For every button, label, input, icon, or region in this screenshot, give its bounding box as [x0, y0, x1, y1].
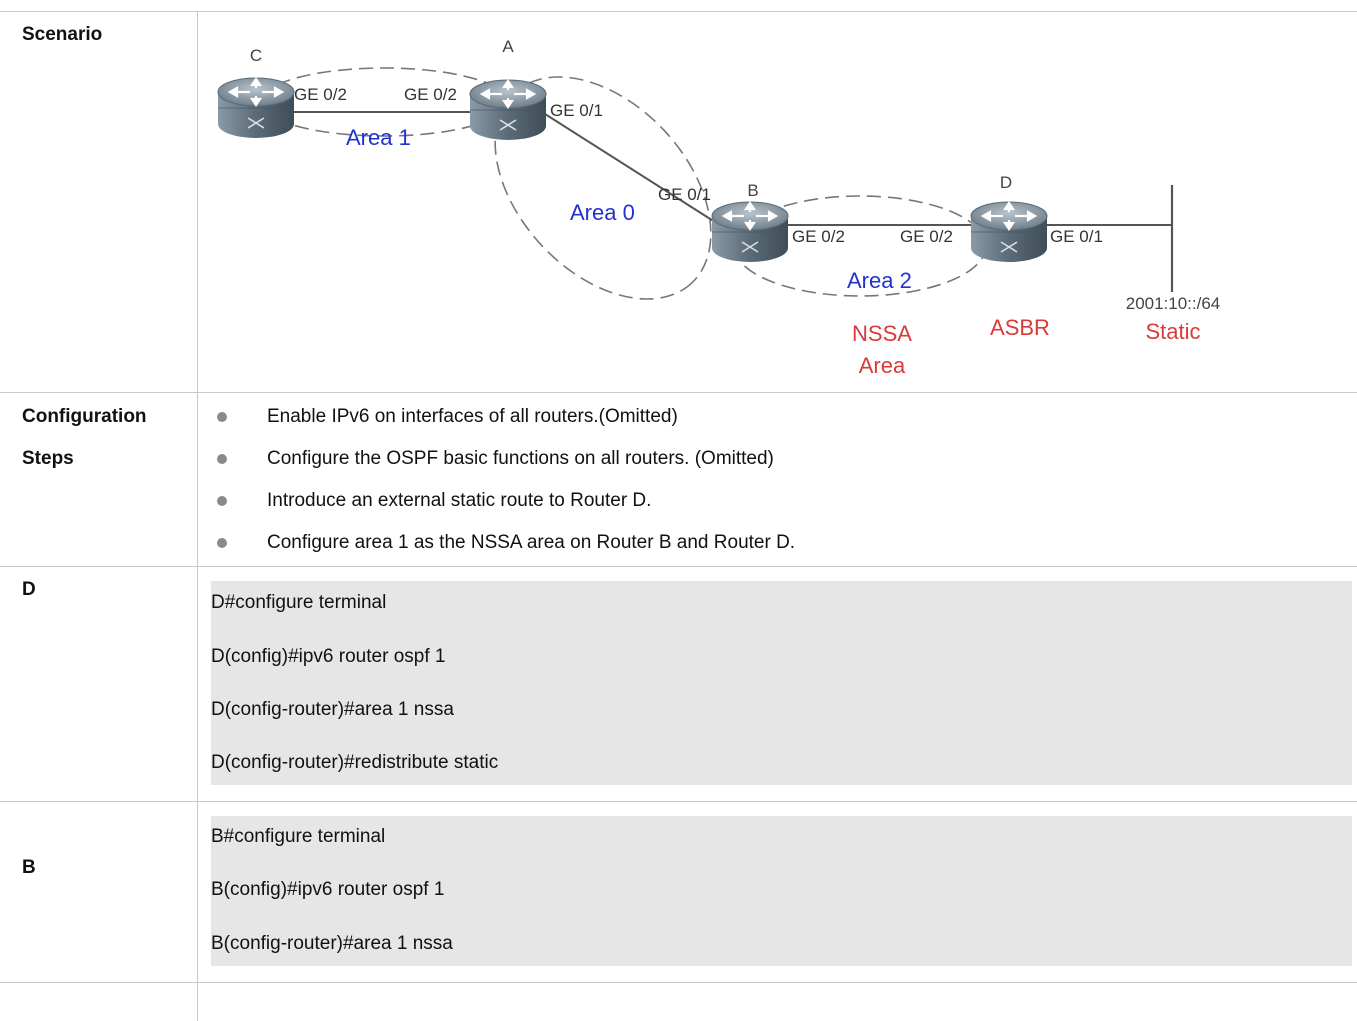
port-label: GE 0/2: [404, 85, 457, 104]
row-divider: [0, 801, 1357, 802]
scenario-label: Scenario: [22, 24, 103, 45]
port-label: GE 0/1: [1050, 227, 1103, 246]
router-d-icon: [969, 200, 1049, 264]
router-d-label: D: [22, 579, 36, 600]
prefix-label: 2001:10::/64: [1126, 294, 1221, 313]
code-line: D(config-router)#area 1 nssa: [211, 699, 454, 720]
bullet-icon: [217, 538, 227, 548]
list-item: Introduce an external static route to Ro…: [210, 480, 1340, 522]
area1-label: Area 1: [346, 125, 411, 150]
step-text: Enable IPv6 on interfaces of all routers…: [267, 406, 678, 427]
configuration-steps-list: Enable IPv6 on interfaces of all routers…: [210, 396, 1340, 564]
code-line: D#configure terminal: [211, 592, 387, 613]
row-divider: [0, 566, 1357, 567]
bullet-icon: [217, 454, 227, 464]
router-c-name: C: [250, 46, 262, 65]
port-label: GE 0/2: [294, 85, 347, 104]
area0-label: Area 0: [570, 200, 635, 225]
list-item: Configure the OSPF basic functions on al…: [210, 438, 1340, 480]
step-text: Configure area 1 as the NSSA area on Rou…: [267, 532, 796, 553]
router-b-icon: [710, 200, 790, 264]
router-b-config-block: B#configure terminal B(config)#ipv6 rout…: [211, 816, 1352, 966]
row-divider: [0, 982, 1357, 983]
row-divider: [0, 392, 1357, 393]
port-label: GE 0/1: [550, 101, 603, 120]
config-steps-label-line2: Steps: [22, 448, 74, 469]
network-topology-diagram: C A B D GE 0/2 GE 0/2 GE 0/1 GE 0/1 GE 0…: [216, 37, 1221, 378]
link-a-b: [544, 113, 716, 223]
router-d-config-block: D#configure terminal D(config)#ipv6 rout…: [211, 581, 1352, 785]
static-label: Static: [1145, 319, 1200, 344]
nssa-label-line1: NSSA: [852, 321, 912, 346]
code-line: B(config-router)#area 1 nssa: [211, 933, 453, 954]
column-divider: [197, 11, 198, 1021]
row-divider: [0, 11, 1357, 12]
bullet-icon: [217, 412, 227, 422]
area2-label: Area 2: [847, 268, 912, 293]
bullet-icon: [217, 496, 227, 506]
port-label: GE 0/2: [792, 227, 845, 246]
code-line: D(config-router)#redistribute static: [211, 752, 499, 773]
router-b-label: B: [22, 857, 36, 878]
code-line: D(config)#ipv6 router ospf 1: [211, 646, 446, 667]
list-item: Enable IPv6 on interfaces of all routers…: [210, 396, 1340, 438]
nssa-label-line2: Area: [859, 353, 906, 378]
config-steps-label-line1: Configuration: [22, 406, 147, 427]
router-d-name: D: [1000, 173, 1012, 192]
code-line: B#configure terminal: [211, 826, 386, 847]
port-label: GE 0/2: [900, 227, 953, 246]
list-item: Configure area 1 as the NSSA area on Rou…: [210, 522, 1340, 564]
router-c-icon: [216, 76, 296, 140]
step-text: Introduce an external static route to Ro…: [267, 490, 652, 511]
step-text: Configure the OSPF basic functions on al…: [267, 448, 774, 469]
port-label: GE 0/1: [658, 185, 711, 204]
asbr-label: ASBR: [990, 315, 1050, 340]
router-a-icon: [468, 78, 548, 142]
router-b-name: B: [747, 181, 758, 200]
router-a-name: A: [502, 37, 514, 56]
code-line: B(config)#ipv6 router ospf 1: [211, 879, 445, 900]
